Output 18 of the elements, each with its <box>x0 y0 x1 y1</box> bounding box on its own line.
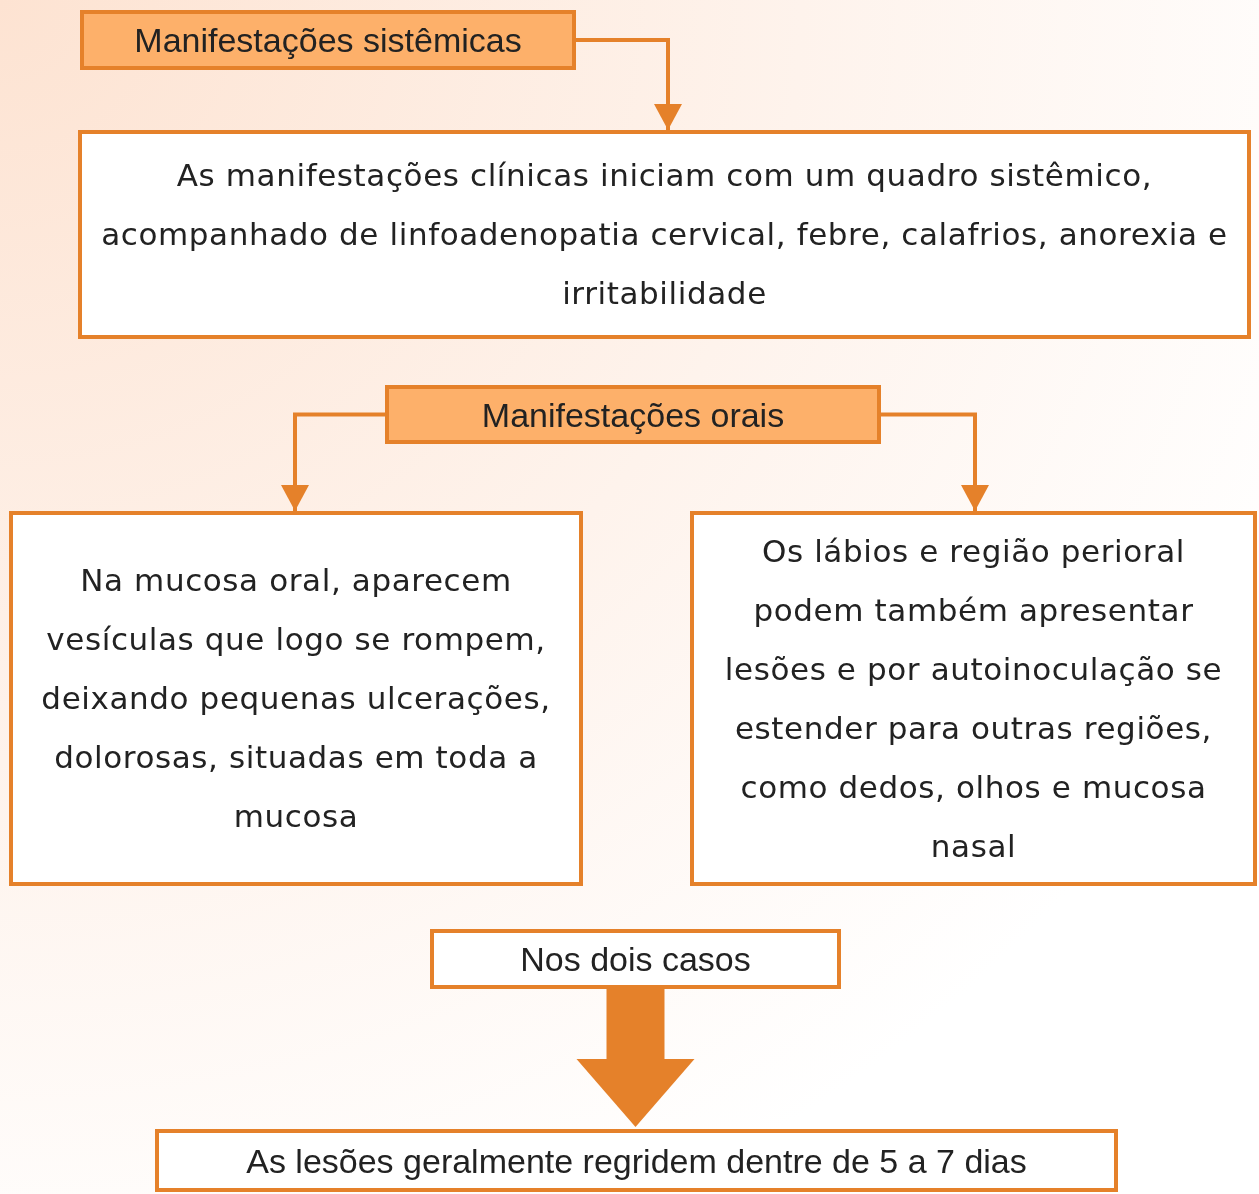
text-box <box>690 511 1257 886</box>
heading-box <box>430 929 841 989</box>
box-text: Nos dois casos <box>520 939 751 979</box>
box-text: Na mucosa oral, aparecem vesículas que logo se rompem, deixando pequenas ulcerações, dolorosas, situadas em toda a mucosa <box>40 561 552 836</box>
arrow <box>576 38 682 130</box>
text-box <box>9 511 583 886</box>
box-text: As lesões geralmente regridem dentre de 5 a 7 dias <box>246 1140 1027 1181</box>
arrow <box>881 412 989 511</box>
text-box <box>78 130 1251 339</box>
heading-box <box>80 10 576 70</box>
arrow <box>576 989 695 1127</box>
arrow <box>281 412 385 511</box>
box-text: As manifestações clínicas iniciam com um quadro sistêmico, acompanhado de linfoadenopatia cervical, febre, calafrios, anorexia e irritabilidade <box>100 156 1229 313</box>
box-text: Os lábios e região perioral podem também apresentar lesões e por autoinoculação se estender para outras regiões, como dedos, olhos e mucosa nasal <box>723 531 1224 866</box>
box-text: Manifestações orais <box>481 394 785 435</box>
heading-box <box>385 385 881 444</box>
heading-box <box>155 1129 1118 1192</box>
box-text: Manifestações sistêmicas <box>134 20 522 60</box>
